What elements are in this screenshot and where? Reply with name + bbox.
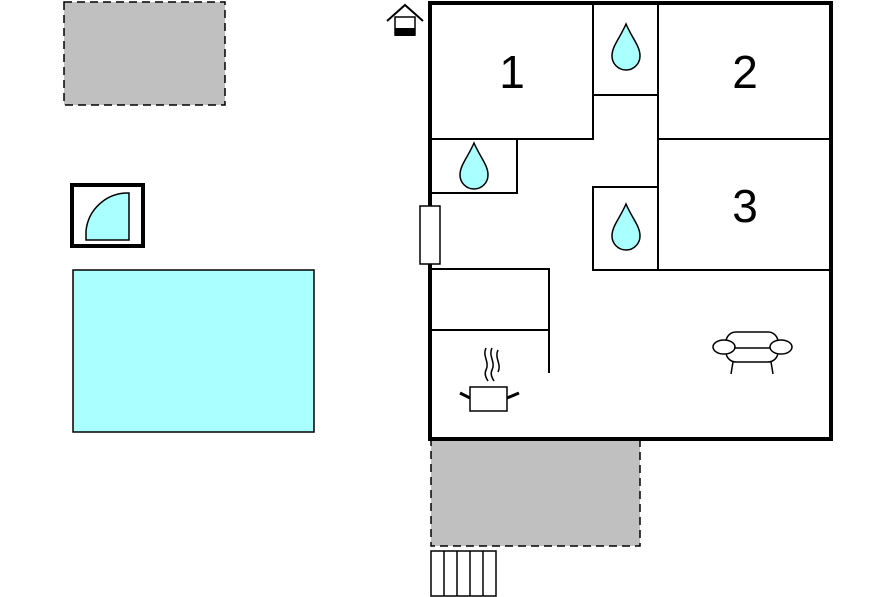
sofa-icon bbox=[712, 331, 793, 375]
room-label-1: 1 bbox=[499, 46, 525, 98]
water-drop-icon bbox=[459, 141, 489, 190]
swimming-pool bbox=[72, 269, 315, 433]
window bbox=[419, 205, 441, 265]
water-drop-icon bbox=[611, 202, 641, 251]
terrace-top-left bbox=[63, 1, 226, 106]
room-label-3: 3 bbox=[732, 180, 758, 232]
outdoor-shower bbox=[70, 183, 145, 248]
cooking-pot-icon bbox=[459, 347, 520, 412]
house-entrance-icon bbox=[386, 3, 424, 36]
water-drop-icon bbox=[611, 22, 641, 71]
interior-walls bbox=[430, 3, 831, 373]
quarter-circle-shower-icon bbox=[85, 192, 130, 241]
room-label-2: 2 bbox=[732, 46, 758, 98]
terrace-bottom bbox=[430, 439, 641, 547]
stairs-icon bbox=[430, 550, 497, 597]
